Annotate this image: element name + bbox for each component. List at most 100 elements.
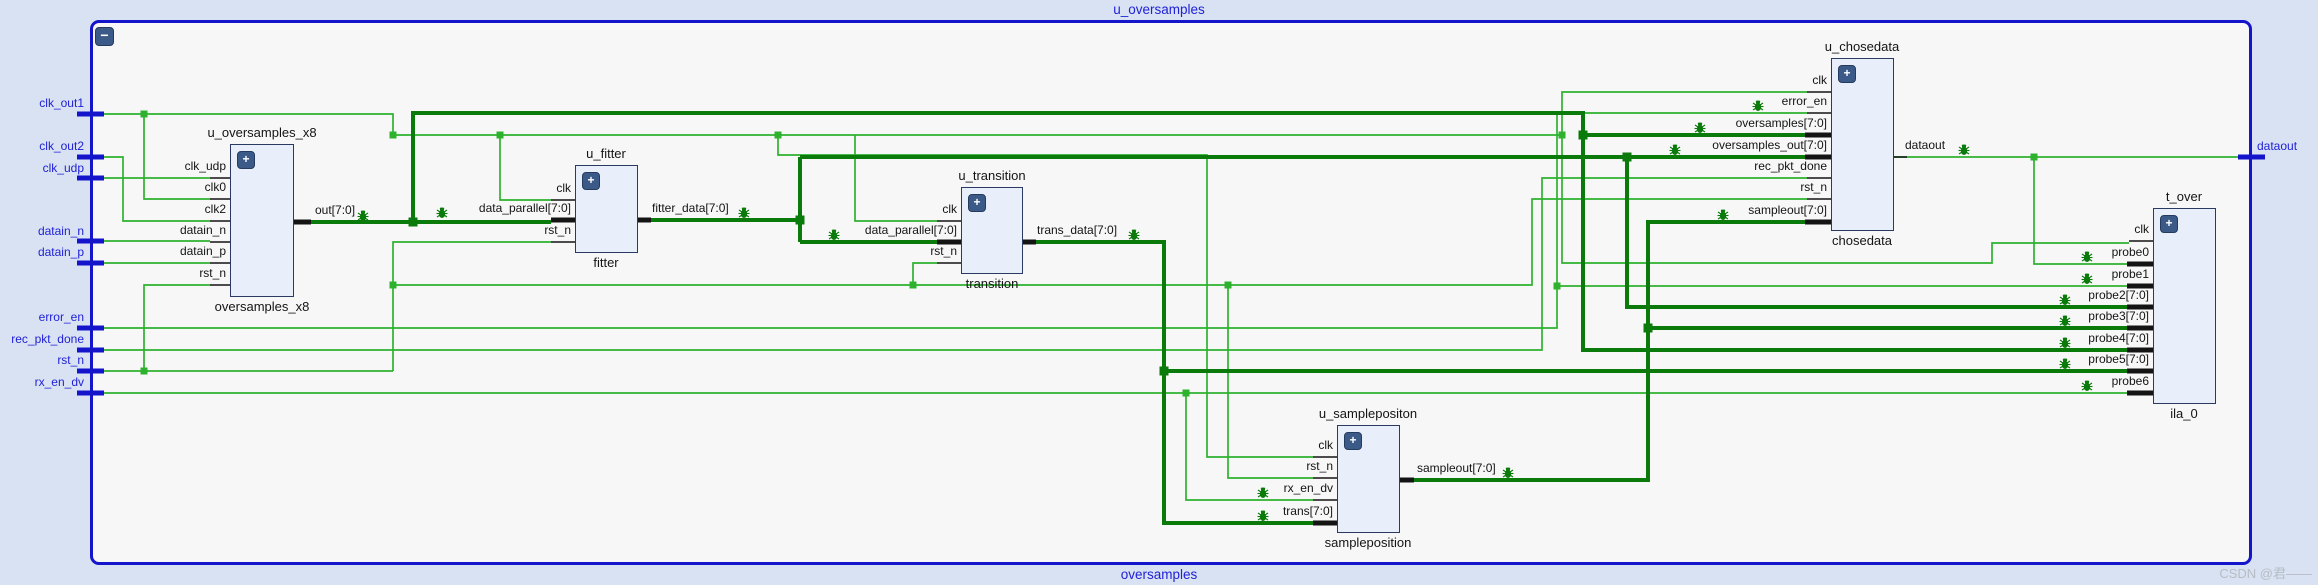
bus-sampleout[interactable] bbox=[1412, 220, 2127, 482]
cell-type: ila_0 bbox=[2170, 406, 2198, 421]
cell-type: chosedata bbox=[1832, 233, 1892, 248]
expand-block-icon[interactable]: + bbox=[582, 172, 600, 190]
pin-label: rx_en_dv bbox=[1283, 481, 1333, 495]
hierarchy-title-bottom: oversamples bbox=[1120, 567, 1198, 582]
expand-block-icon[interactable]: + bbox=[237, 151, 255, 169]
hierarchy-title-top: u_oversamples bbox=[1113, 2, 1205, 17]
collapse-hierarchy-icon[interactable]: − bbox=[95, 27, 114, 46]
pin-label: trans[7:0] bbox=[1282, 504, 1333, 518]
expand-block-icon[interactable]: + bbox=[1344, 432, 1362, 450]
pin-label: oversamples[7:0] bbox=[1735, 116, 1827, 130]
pin-label: clk0 bbox=[204, 180, 226, 194]
mark-debug-bug-icon bbox=[1751, 99, 1765, 113]
mark-debug-bug-icon bbox=[1957, 143, 1971, 157]
pin-stubs bbox=[210, 91, 2156, 526]
watermark: CSDN @君—— bbox=[2219, 566, 2312, 581]
mark-debug-bug-icon bbox=[2058, 293, 2072, 307]
pin-label: oversamples_out[7:0] bbox=[1712, 138, 1827, 152]
net-error-en[interactable] bbox=[103, 112, 2127, 329]
instance-name: u_transition bbox=[958, 168, 1026, 183]
mark-debug-bug-icon bbox=[2058, 336, 2072, 350]
pin-label: clk2 bbox=[204, 202, 226, 216]
port-datain-p[interactable]: datain_p bbox=[37, 245, 84, 259]
port-clk-udp[interactable]: clk_udp bbox=[42, 161, 84, 175]
pin-label: probe1 bbox=[2111, 267, 2149, 281]
mark-debug-bug-icon bbox=[1256, 486, 1270, 500]
net-junctions bbox=[140, 110, 2038, 397]
net-rec-pkt-done[interactable] bbox=[103, 177, 1807, 351]
pin-label: rec_pkt_done bbox=[1754, 159, 1827, 173]
expand-block-icon[interactable]: + bbox=[1838, 65, 1856, 83]
cell-type: fitter bbox=[593, 255, 619, 270]
bus-out[interactable] bbox=[308, 111, 2127, 352]
net-rst-n[interactable] bbox=[103, 198, 1807, 479]
mark-debug-bug-icon bbox=[827, 228, 841, 242]
pin-label: probe3[7:0] bbox=[2088, 309, 2149, 323]
pin-label: clk bbox=[556, 181, 571, 195]
mark-debug-bug-icon bbox=[1668, 143, 1682, 157]
net-dataout[interactable] bbox=[1893, 156, 2240, 265]
block-oversamples-x8[interactable]: + bbox=[230, 144, 294, 297]
mark-debug-bug-icon bbox=[1693, 121, 1707, 135]
instance-name: u_samplepositon bbox=[1318, 406, 1418, 421]
pin-label: fitter_data[7:0] bbox=[652, 201, 729, 215]
mark-debug-bug-icon bbox=[356, 209, 370, 223]
block-sampleposition[interactable]: + bbox=[1337, 425, 1400, 533]
pin-label: clk bbox=[942, 202, 957, 216]
expand-block-icon[interactable]: + bbox=[968, 194, 986, 212]
port-datain-n[interactable]: datain_n bbox=[37, 224, 84, 238]
mark-debug-bug-icon bbox=[1256, 509, 1270, 523]
instance-name: u_oversamples_x8 bbox=[207, 125, 317, 140]
pin-label: rst_n bbox=[199, 266, 226, 280]
mark-debug-bug-icon bbox=[1501, 466, 1515, 480]
boundary-port-stubs[interactable] bbox=[77, 111, 2265, 396]
instance-name: u_fitter bbox=[586, 146, 626, 161]
pin-label: clk_udp bbox=[184, 159, 226, 173]
mark-debug-bug-icon bbox=[2080, 379, 2094, 393]
pin-label: rst_n bbox=[1800, 180, 1827, 194]
cell-type: sampleposition bbox=[1324, 535, 1412, 550]
pin-label: rst_n bbox=[1306, 459, 1333, 473]
mark-debug-bug-icon bbox=[2058, 314, 2072, 328]
pin-label: probe5[7:0] bbox=[2088, 352, 2149, 366]
port-dataout[interactable]: dataout bbox=[2257, 139, 2298, 153]
expand-block-icon[interactable]: + bbox=[2160, 215, 2178, 233]
bus-trans-data[interactable] bbox=[1033, 240, 2127, 525]
pin-label: datain_n bbox=[179, 223, 226, 237]
cell-type: oversamples_x8 bbox=[214, 299, 310, 314]
pin-label: rst_n bbox=[544, 223, 571, 237]
pin-label: probe0 bbox=[2111, 245, 2149, 259]
pin-label: sampleout[7:0] bbox=[1748, 203, 1827, 217]
pin-label: probe4[7:0] bbox=[2088, 331, 2149, 345]
pin-label: trans_data[7:0] bbox=[1037, 223, 1118, 237]
pin-label: out[7:0] bbox=[315, 203, 356, 217]
net-clk-out2[interactable] bbox=[103, 156, 210, 222]
pin-label: data_parallel[7:0] bbox=[864, 223, 957, 237]
pin-label: probe2[7:0] bbox=[2088, 288, 2149, 302]
port-rec-pkt-done[interactable]: rec_pkt_done bbox=[11, 332, 84, 346]
pin-label: clk bbox=[1812, 73, 1827, 87]
block-chosedata[interactable]: + bbox=[1831, 58, 1894, 231]
pin-label: datain_p bbox=[179, 244, 226, 258]
mark-debug-bug-icon bbox=[2058, 357, 2072, 371]
port-error-en[interactable]: error_en bbox=[38, 310, 84, 324]
cell-type: transition bbox=[965, 276, 1019, 291]
pin-label: rst_n bbox=[930, 244, 957, 258]
block-transition[interactable]: + bbox=[961, 187, 1023, 274]
port-rx-en-dv[interactable]: rx_en_dv bbox=[34, 375, 84, 389]
block-fitter[interactable]: + bbox=[575, 165, 638, 253]
pin-label: data_parallel[7:0] bbox=[478, 201, 571, 215]
block-ila-0[interactable]: + bbox=[2153, 208, 2216, 404]
pin-label: clk bbox=[2134, 222, 2149, 236]
pin-label: dataout bbox=[1905, 138, 1946, 152]
port-clk-out1[interactable]: clk_out1 bbox=[39, 96, 84, 110]
port-clk-out2[interactable]: clk_out2 bbox=[39, 139, 84, 153]
mark-debug-bug-icon bbox=[435, 206, 449, 220]
net-rx-en-dv[interactable] bbox=[103, 392, 2127, 501]
instance-name: t_over bbox=[2165, 189, 2203, 204]
mark-debug-bug-icon bbox=[2080, 250, 2094, 264]
pin-label: clk bbox=[1318, 438, 1333, 452]
bus-fitter-data[interactable] bbox=[648, 155, 2127, 309]
port-rst-n[interactable]: rst_n bbox=[57, 353, 84, 367]
